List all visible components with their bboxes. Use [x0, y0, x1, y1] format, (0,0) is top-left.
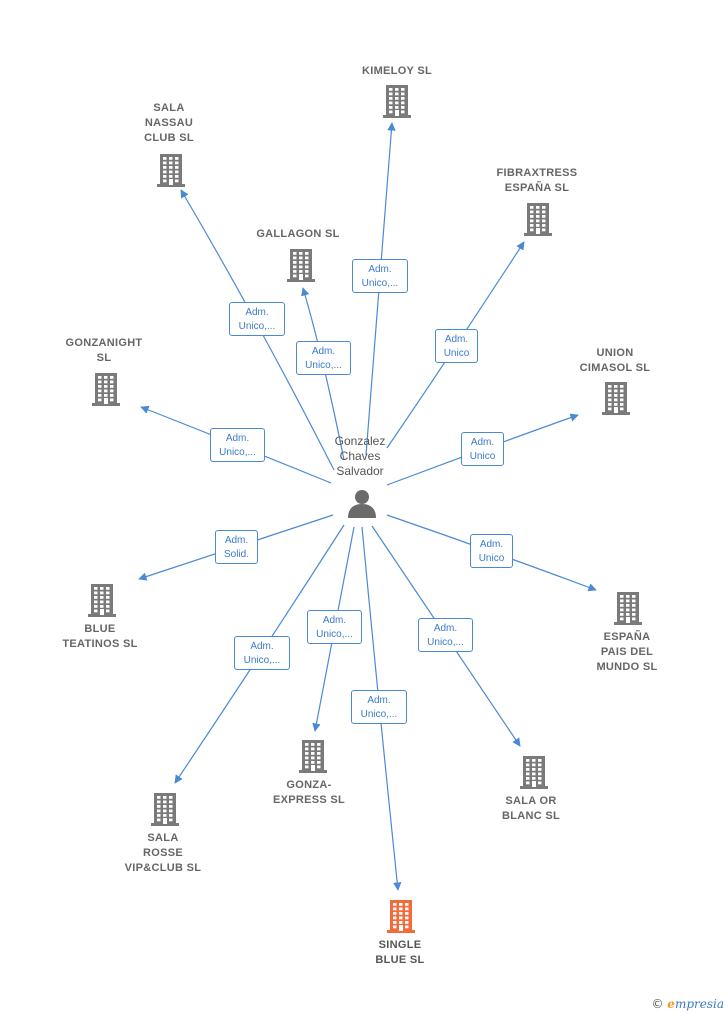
role-box-sala-rosse: Adm. Unico,...: [234, 636, 290, 670]
building-icon[interactable]: [91, 372, 121, 406]
company-label-single-blue[interactable]: SINGLE BLUE SL: [375, 939, 425, 966]
building-icon[interactable]: [601, 381, 631, 415]
company-label-sala-or-blanc[interactable]: SALA OR BLANC SL: [501, 795, 560, 822]
brand-name: mpresia: [674, 997, 724, 1011]
building-icon[interactable]: [386, 899, 416, 933]
role-box-sala-nassau: Adm. Unico,...: [229, 302, 285, 336]
company-label-kimeloy[interactable]: KIMELOY SL: [361, 65, 433, 77]
company-label-union-cimasol[interactable]: UNION CIMASOL SL: [579, 347, 651, 374]
building-icon[interactable]: [286, 248, 316, 282]
company-label-gonza-express[interactable]: GONZA- EXPRESS SL: [272, 779, 346, 806]
brand-initial: e: [667, 997, 675, 1011]
company-label-gonzanight[interactable]: GONZANIGHT SL: [65, 337, 143, 364]
building-icon[interactable]: [156, 153, 186, 187]
building-icon[interactable]: [150, 792, 180, 826]
role-box-kimeloy: Adm. Unico,...: [352, 259, 408, 293]
brand-logo: © empresia: [651, 997, 724, 1011]
role-box-blue-teatinos: Adm. Solid.: [215, 530, 258, 564]
company-label-gallagon[interactable]: GALLAGON SL: [256, 228, 340, 240]
company-label-blue-teatinos[interactable]: BLUE TEATINOS SL: [62, 623, 138, 650]
role-box-sala-or-blanc: Adm. Unico,...: [418, 618, 473, 652]
role-box-single-blue: Adm. Unico,...: [351, 690, 407, 724]
building-icon[interactable]: [87, 583, 117, 617]
person-icon[interactable]: [347, 488, 377, 518]
role-box-espana-pais: Adm. Unico: [470, 534, 513, 568]
company-label-fibraxtress[interactable]: FIBRAXTRESS ESPAÑA SL: [496, 167, 578, 194]
copyright-symbol: ©: [651, 997, 664, 1011]
company-label-sala-rosse[interactable]: SALA ROSSE VIP&CLUB SL: [124, 832, 202, 874]
role-box-fibraxtress: Adm. Unico: [435, 329, 478, 363]
role-box-gallagon: Adm. Unico,...: [296, 341, 351, 375]
role-box-gonza-express: Adm. Unico,...: [307, 610, 362, 644]
center-person-label: Gonzalez Chaves Salvador: [334, 434, 386, 478]
building-icon[interactable]: [519, 755, 549, 789]
building-icon[interactable]: [613, 591, 643, 625]
building-icon[interactable]: [298, 739, 328, 773]
company-label-sala-nassau[interactable]: SALA NASSAU CLUB SL: [144, 102, 194, 144]
role-box-union-cimasol: Adm. Unico: [461, 432, 504, 466]
role-box-gonzanight: Adm. Unico,...: [210, 428, 265, 462]
building-icon[interactable]: [382, 84, 412, 118]
building-icon[interactable]: [523, 202, 553, 236]
company-label-espana-pais[interactable]: ESPAÑA PAIS DEL MUNDO SL: [596, 631, 658, 673]
